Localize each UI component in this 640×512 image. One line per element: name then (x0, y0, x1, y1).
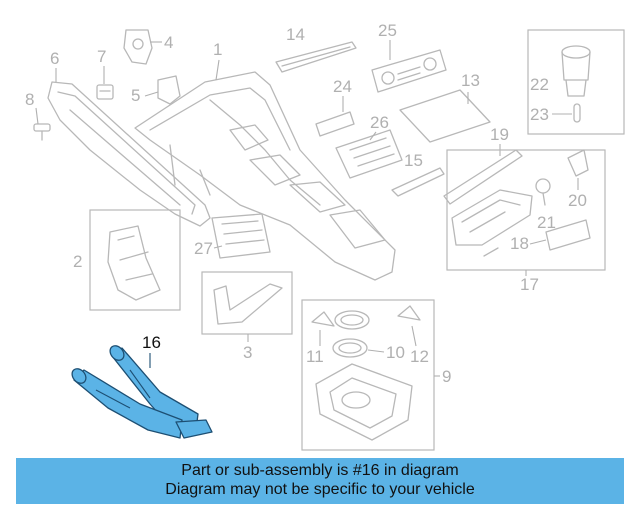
callout-8: 8 (25, 90, 34, 109)
callout-13: 13 (461, 71, 480, 90)
callout-15: 15 (404, 151, 423, 170)
part-7-clip[interactable] (96, 84, 114, 100)
part-19-strip[interactable] (443, 149, 523, 205)
part-1-center-console[interactable] (134, 71, 396, 281)
callout-14: 14 (286, 25, 305, 44)
part-23-spring[interactable] (573, 103, 581, 123)
callout-18: 18 (510, 234, 529, 253)
box-3 (201, 271, 293, 335)
box-2 (89, 209, 181, 311)
part-16-air-duct[interactable] (69, 343, 213, 439)
part-2-bracket[interactable] (107, 225, 161, 301)
callout-27: 27 (194, 239, 213, 258)
callout-11: 11 (306, 347, 324, 366)
part-20-fitting[interactable] (567, 149, 589, 177)
callout-7: 7 (97, 47, 106, 66)
callout-20: 20 (568, 191, 587, 210)
callout-16: 16 (142, 333, 161, 352)
callout-17: 17 (520, 275, 539, 294)
callout-2: 2 (73, 252, 82, 271)
callout-25: 25 (378, 21, 397, 40)
box-22-23 (527, 29, 625, 135)
part-4-bracket[interactable] (123, 29, 153, 65)
part-3-bracket[interactable] (213, 283, 283, 325)
info-banner: Part or sub-assembly is #16 in diagram D… (16, 458, 624, 504)
banner-part-note: Part or sub-assembly is #16 in diagram (181, 462, 459, 479)
part-8-screw[interactable] (33, 123, 51, 141)
part-13-mat[interactable] (399, 89, 491, 143)
part-21-clip[interactable] (535, 178, 551, 206)
callout-19: 19 (490, 125, 509, 144)
callout-24: 24 (333, 77, 352, 96)
callout-3: 3 (243, 343, 252, 362)
callout-6: 6 (50, 49, 59, 68)
banner-disclaimer: Diagram may not be specific to your vehi… (165, 481, 475, 498)
part-24-switch[interactable] (315, 111, 355, 137)
callout-4: 4 (164, 33, 173, 52)
part-17-armrest-insert[interactable] (451, 189, 533, 246)
part-26-switch-panel[interactable] (335, 129, 403, 179)
part-25-control-panel[interactable] (371, 49, 447, 93)
part-22-cupholder[interactable] (561, 45, 591, 97)
callout-12: 12 (410, 347, 429, 366)
callout-1: 1 (213, 40, 222, 59)
callout-9: 9 (442, 367, 451, 386)
callout-21: 21 (537, 213, 556, 232)
part-15-handle[interactable] (391, 167, 445, 197)
callout-22: 22 (530, 75, 549, 94)
part-5-bracket[interactable] (157, 75, 181, 105)
part-9-storage-tray[interactable] (315, 363, 413, 441)
part-6-side-trim-panel[interactable] (47, 81, 211, 227)
part-18-bracket[interactable] (545, 219, 591, 251)
part-11-insert[interactable] (311, 311, 335, 327)
part-27-switch-block[interactable] (211, 213, 271, 259)
part-12-insert[interactable] (397, 305, 421, 321)
callout-5: 5 (131, 86, 140, 105)
part-14-trim-plate[interactable] (275, 41, 357, 73)
parts-diagram: 6 8 7 4 5 1 14 (25, 21, 625, 451)
callout-26: 26 (370, 113, 389, 132)
part-17-screw[interactable] (483, 247, 499, 257)
box-9 (301, 299, 435, 451)
part-10-cup-mat[interactable] (332, 310, 370, 358)
callout-23: 23 (530, 105, 549, 124)
callout-10: 10 (386, 343, 405, 362)
